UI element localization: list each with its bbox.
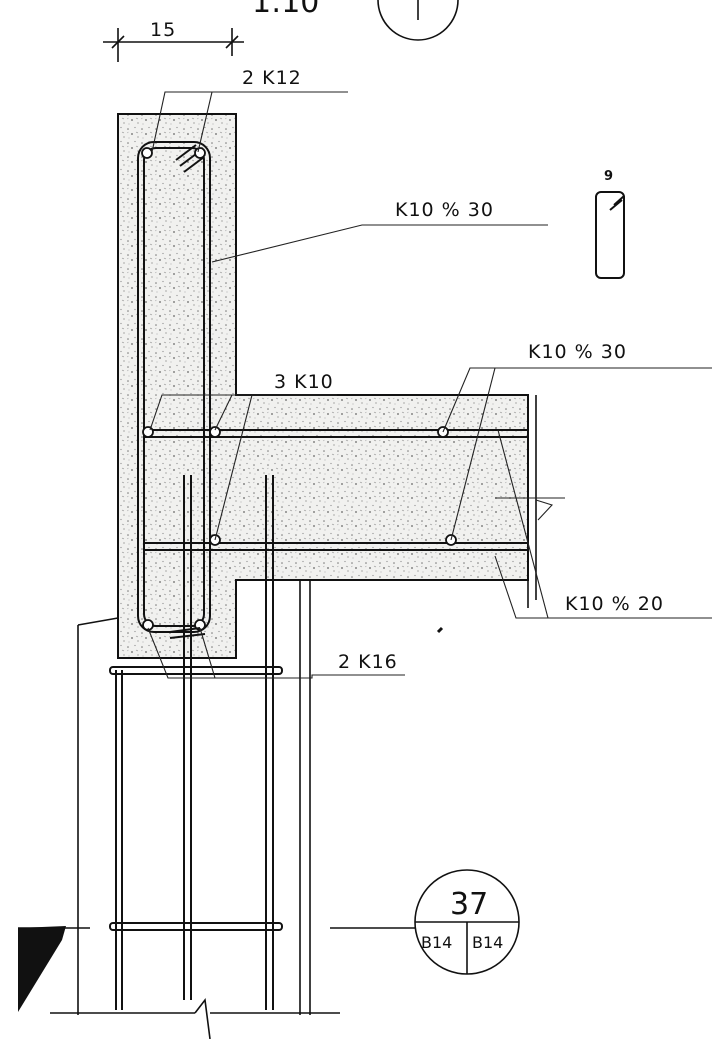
leader-slab-top: K10 % 30 [442, 341, 712, 541]
dimension-line: 15 [103, 19, 244, 62]
label-stirrup: K10 % 30 [395, 199, 494, 221]
label-slab-top: K10 % 30 [528, 341, 627, 363]
stirrup-shape-detail: 9 [595, 169, 625, 279]
sheet-number: 37 [450, 887, 488, 922]
sheet-ref-right: B14 [472, 933, 503, 952]
leader-slab-bottom: K10 % 20 [494, 429, 712, 619]
leader-top-bars: 2 K12 [151, 67, 348, 153]
label-mid-bars: 3 K10 [274, 371, 334, 393]
label-stirrup-dim: 9 [604, 169, 613, 184]
label-bottom-bars: 2 K16 [338, 651, 398, 673]
leader-stirrup: K10 % 30 [211, 199, 548, 263]
scale-label: 1:10 [252, 0, 319, 20]
sheet-ref-left: B14 [421, 933, 452, 952]
leader-bottom-bars: 2 K16 [147, 627, 405, 679]
leader-mid-bars: 3 K10 [149, 371, 337, 541]
section-marker [377, 0, 459, 41]
label-slab-bottom: K10 % 20 [565, 593, 664, 615]
rebar-dots [141, 147, 457, 631]
label-top-bars: 2 K12 [242, 67, 302, 89]
sheet-reference-bubble: 37 B14 B14 [414, 869, 520, 975]
dimension-label: 15 [150, 19, 176, 41]
